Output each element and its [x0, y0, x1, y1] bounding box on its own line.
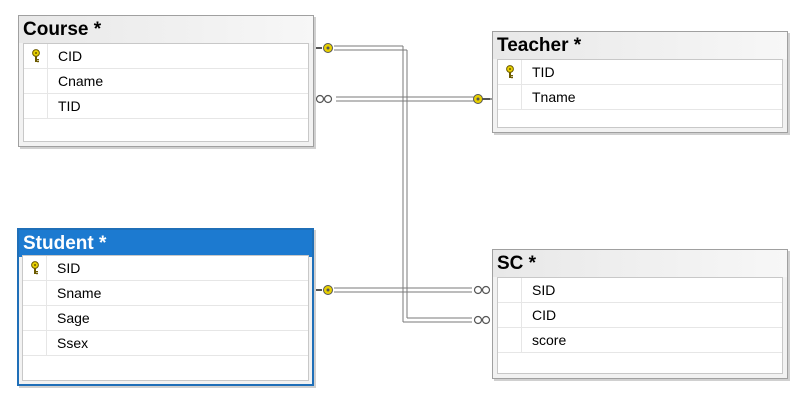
column-row[interactable]: Sage: [23, 306, 308, 331]
table-title[interactable]: Teacher *: [493, 32, 787, 59]
column-row[interactable]: TID: [24, 94, 308, 119]
column-name: SID: [57, 260, 81, 276]
row-selector[interactable]: [23, 331, 47, 355]
table-title[interactable]: Student *: [19, 230, 312, 257]
primary-key-icon: [32, 49, 40, 63]
column-name: SID: [532, 282, 556, 298]
column-name: Ssex: [57, 335, 89, 351]
column-row[interactable]: Cname: [24, 69, 308, 94]
column-name: TID: [532, 64, 555, 80]
rel-sc-student[interactable]: [314, 285, 491, 295]
column-row[interactable]: Sname: [23, 281, 308, 306]
column-name: Tname: [532, 89, 576, 105]
column-list: SID CID score: [497, 277, 783, 374]
column-name: score: [532, 332, 567, 348]
row-selector[interactable]: [498, 85, 522, 109]
row-selector[interactable]: [24, 94, 48, 118]
column-row[interactable]: TID: [498, 60, 782, 85]
column-name: Sage: [57, 310, 90, 326]
table-sc[interactable]: SC * SID CID score: [492, 249, 788, 379]
row-selector[interactable]: [24, 44, 48, 68]
column-row[interactable]: score: [498, 328, 782, 353]
table-teacher[interactable]: Teacher * TID Tname: [492, 31, 788, 133]
row-selector[interactable]: [24, 69, 48, 93]
column-name: Sname: [57, 285, 102, 301]
column-list: TID Tname: [497, 59, 783, 128]
row-selector[interactable]: [23, 281, 47, 305]
column-row[interactable]: CID: [498, 303, 782, 328]
row-selector[interactable]: [498, 60, 522, 84]
infinity-icon: [473, 285, 491, 295]
key-end-icon: [473, 94, 492, 104]
primary-key-icon: [506, 65, 514, 79]
key-end-icon: [314, 43, 333, 53]
column-name: TID: [58, 98, 81, 114]
infinity-icon: [315, 94, 333, 104]
column-row[interactable]: CID: [24, 44, 308, 69]
infinity-icon: [473, 315, 491, 325]
table-title[interactable]: SC *: [493, 250, 787, 277]
table-title[interactable]: Course *: [19, 16, 313, 43]
row-selector[interactable]: [498, 328, 522, 352]
column-name: Cname: [58, 73, 104, 89]
rel-course-teacher[interactable]: [314, 94, 492, 104]
column-name: CID: [58, 48, 83, 64]
row-selector[interactable]: [498, 278, 522, 302]
column-row[interactable]: Tname: [498, 85, 782, 110]
row-selector[interactable]: [498, 303, 522, 327]
rel-sc-course[interactable]: [314, 43, 491, 325]
column-row[interactable]: SID: [23, 256, 308, 281]
column-row[interactable]: SID: [498, 278, 782, 303]
primary-key-icon: [31, 261, 39, 275]
key-end-icon: [314, 285, 333, 295]
column-name: CID: [532, 307, 557, 323]
row-selector[interactable]: [23, 306, 47, 330]
row-selector[interactable]: [23, 256, 47, 280]
column-row[interactable]: Ssex: [23, 331, 308, 356]
